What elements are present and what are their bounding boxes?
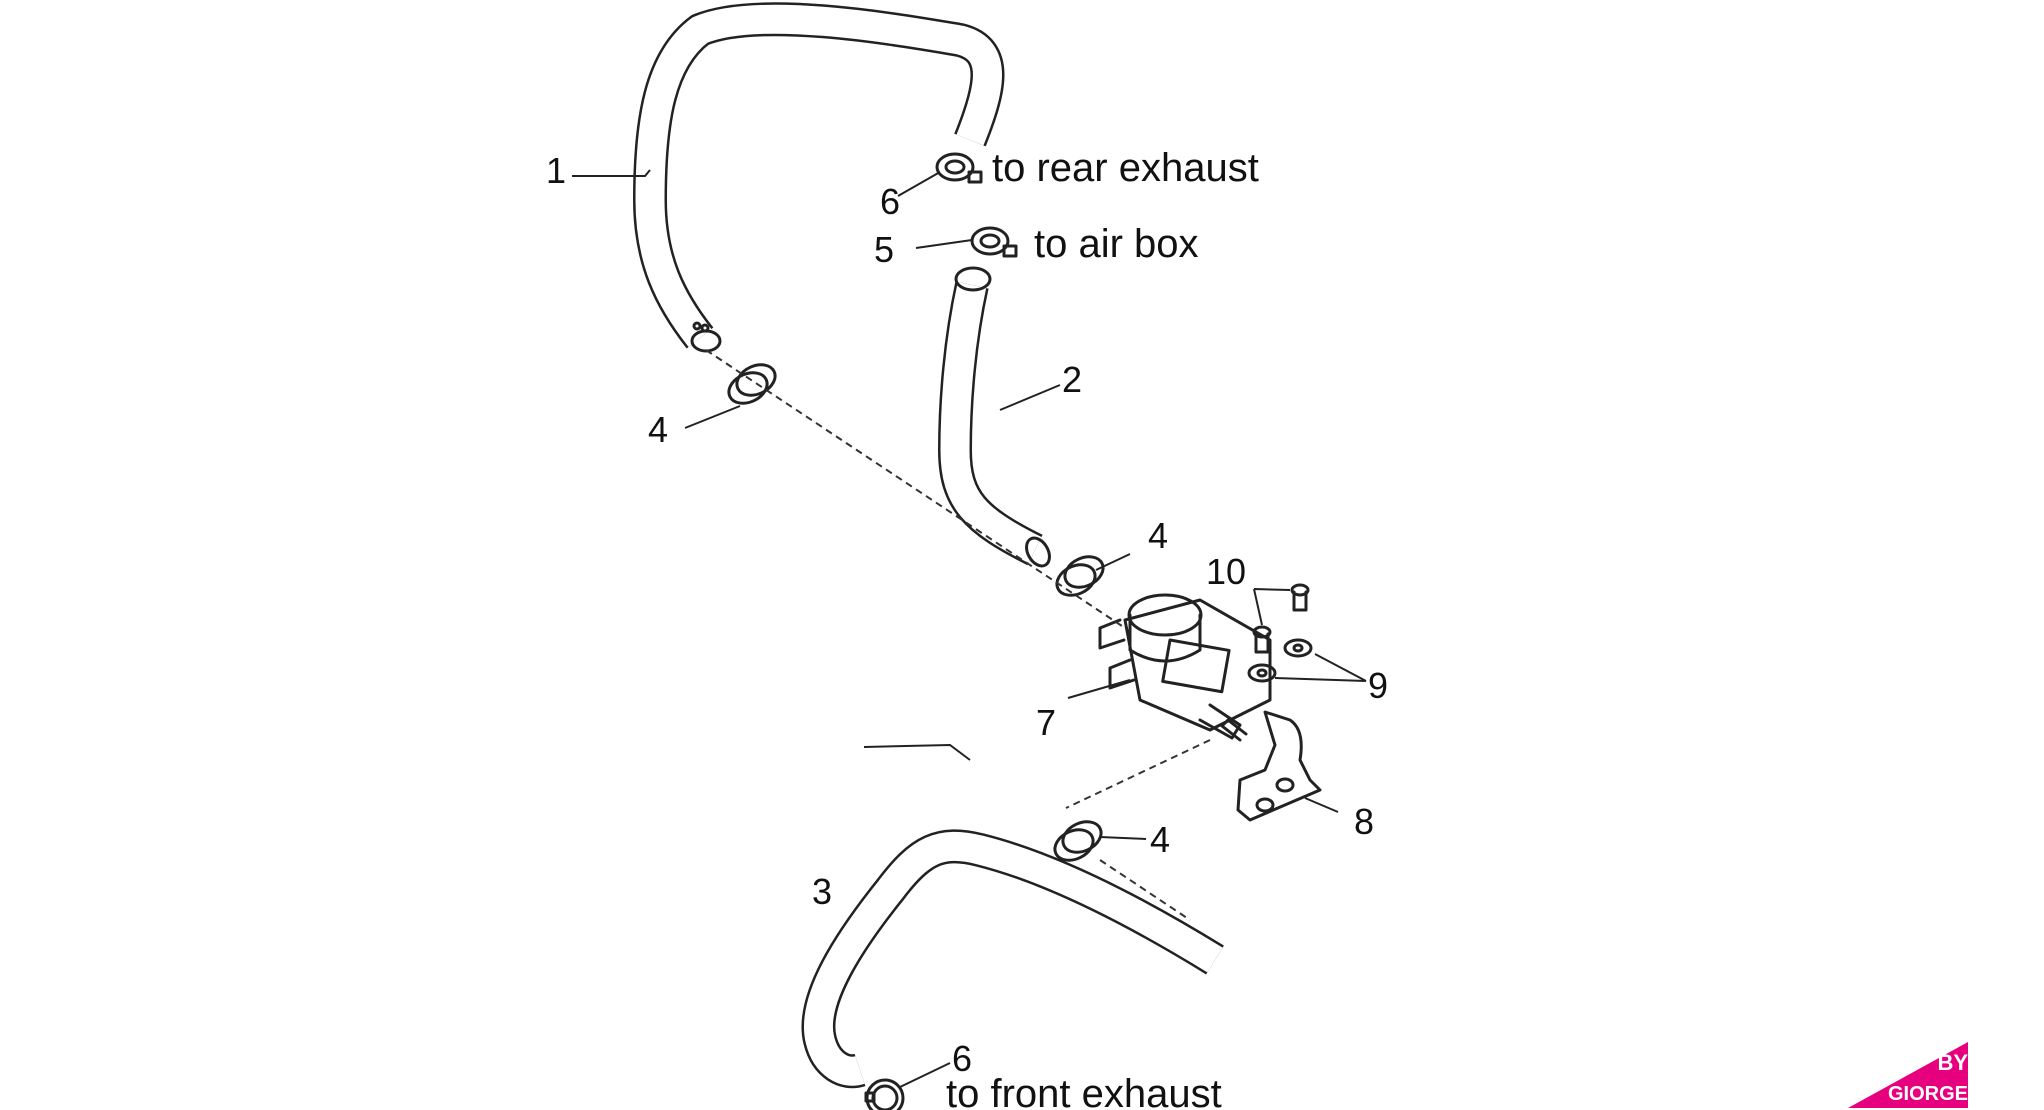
valve-7 <box>1098 593 1272 740</box>
hose-1 <box>633 2 1005 353</box>
note-air-box: to air box <box>1034 222 1199 266</box>
callout-5: 5 <box>874 229 894 270</box>
by-giorge-logo: BY GIORGE <box>1848 1042 1968 1108</box>
callout-7: 7 <box>1036 702 1056 743</box>
callout-8: 8 <box>1354 801 1374 842</box>
clamp-4-lower <box>1053 820 1103 862</box>
logo-line1: BY <box>1937 1050 1968 1075</box>
note-front-exhaust: to front exhaust <box>946 1072 1222 1110</box>
hose-2 <box>938 266 1051 568</box>
callout-4-middle: 4 <box>1148 515 1168 556</box>
bracket-8 <box>1220 710 1322 822</box>
washer-9-right <box>1283 638 1313 658</box>
callout-3: 3 <box>812 871 832 912</box>
clamp-6-lower <box>864 1078 905 1110</box>
callout-4-lower: 4 <box>1150 819 1170 860</box>
callout-2: 2 <box>1062 359 1082 400</box>
screw-10-left <box>1252 625 1272 654</box>
clamp-6-upper <box>935 152 983 184</box>
clamp-4-upper <box>727 363 777 405</box>
callout-10: 10 <box>1206 551 1246 592</box>
logo-line2: GIORGE <box>1888 1083 1968 1105</box>
note-rear-exhaust: to rear exhaust <box>992 146 1259 190</box>
callout-4-upper: 4 <box>648 409 668 450</box>
washer-9-left <box>1247 663 1277 683</box>
clamp-5 <box>970 226 1018 258</box>
hose-3 <box>801 829 1224 1089</box>
assembly-lines <box>705 349 1211 921</box>
callout-6-lower: 6 <box>952 1038 972 1079</box>
callout-9: 9 <box>1368 665 1388 706</box>
leader-lines <box>572 169 1367 1088</box>
callout-1: 1 <box>546 150 566 191</box>
screw-10-right <box>1290 583 1310 612</box>
logo-triangle <box>1848 1042 1968 1108</box>
callout-6-upper: 6 <box>880 181 900 222</box>
clamp-4-middle <box>1055 555 1105 597</box>
